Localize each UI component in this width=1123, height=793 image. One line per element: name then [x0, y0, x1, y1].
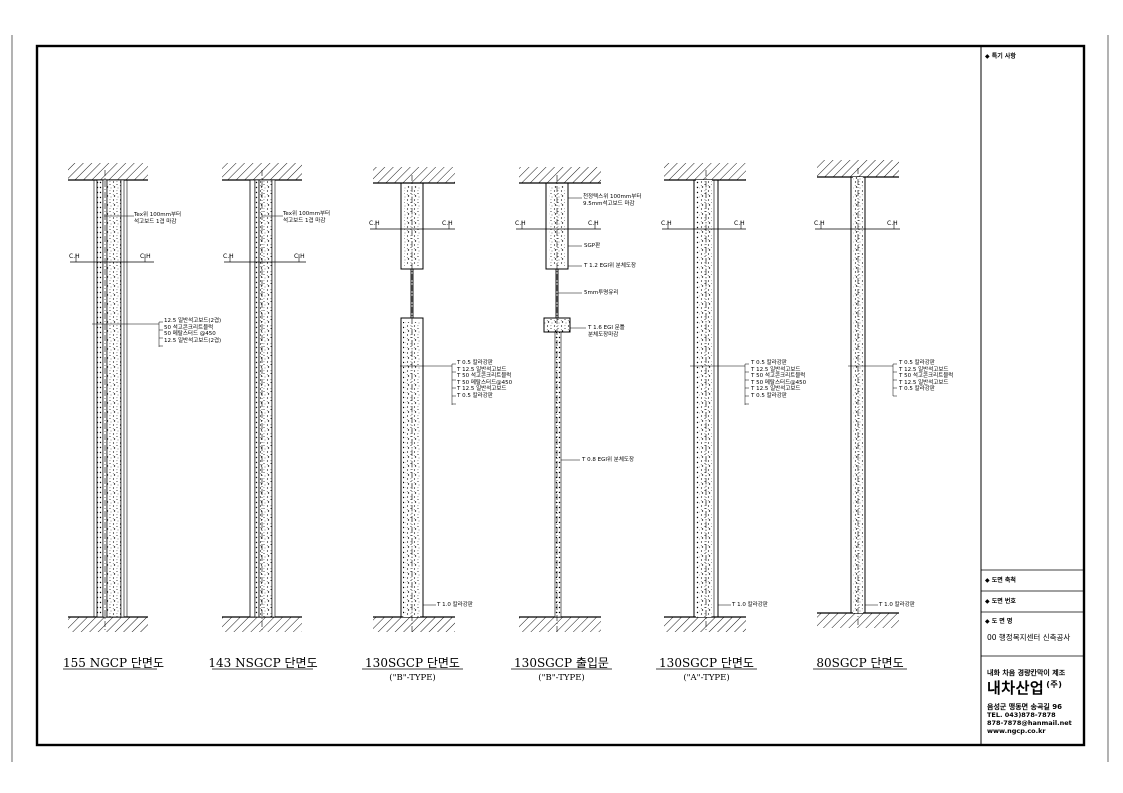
- bottom-note-130a: T 1.0 칼라강판: [732, 602, 768, 608]
- note-glass: 5mm투명유리: [584, 290, 619, 296]
- caption-130sgcp-b: 130SGCP 단면도: [365, 656, 460, 670]
- company-tagline: 내화 차음 경량칸막이 제조: [987, 669, 1066, 677]
- ch-label: C.H: [294, 253, 305, 260]
- drawing-frame: [35, 44, 1086, 747]
- caption-143-nsgcp: 143 NSGCP 단면도: [208, 656, 318, 670]
- bottom-note-130b: T 1.0 칼라강판: [437, 602, 473, 608]
- company-logo: 내차산업(주): [987, 677, 1062, 698]
- section-155-ngcp: [68, 163, 163, 632]
- ch-label: C.H: [588, 220, 599, 227]
- note-egi-leaf: T 0.8 EGI위 분체도장: [582, 457, 635, 463]
- bottom-note-80: T 1.0 칼라강판: [879, 602, 915, 608]
- ch-label: C.H: [661, 220, 672, 227]
- ch-label: C.H: [515, 220, 526, 227]
- ch-label: C.H: [734, 220, 745, 227]
- caption-130sgcp-door: 130SGCP 출입문: [514, 656, 609, 670]
- company-address: 음성군 맹동면 송곡길 96: [987, 703, 1063, 711]
- caption-155-ngcp: 155 NGCP 단면도: [63, 656, 164, 670]
- section-130sgcp-b-type: [370, 167, 456, 632]
- company-web: www.ngcp.co.kr: [987, 727, 1046, 735]
- number-header: ◆ 도면 번호: [985, 598, 1016, 605]
- subcaption-b-type: ("B"-TYPE): [389, 673, 436, 683]
- ch-label: C.H: [223, 253, 234, 260]
- section-130sgcp-door: [516, 167, 601, 632]
- name-header: ◆ 도 면 명: [985, 618, 1013, 625]
- subcaption-a-type: ("A"-TYPE): [683, 673, 730, 683]
- section-130sgcp-a-type: [662, 163, 749, 632]
- ch-label: C.H: [814, 220, 825, 227]
- company-tel: TEL. 043)878-7878: [987, 711, 1056, 719]
- note-egi-head: T 1.2 EGI위 분체도장: [584, 263, 637, 269]
- section-143-nsgcp: [222, 163, 306, 632]
- ch-label: C.H: [69, 253, 80, 260]
- notes-header: ◆ 특기 사항: [985, 53, 1016, 60]
- caption-80sgcp: 80SGCP 단면도: [816, 656, 904, 670]
- company-name: 내차산업: [987, 679, 1045, 697]
- scale-header: ◆ 도면 축척: [985, 577, 1016, 584]
- company-suffix: (주): [1046, 680, 1063, 689]
- ch-label: C.H: [140, 253, 151, 260]
- project-name: 00 행정복지센터 신축공사: [987, 633, 1071, 642]
- ch-label: C.H: [442, 220, 453, 227]
- note-sgp: SGP판: [584, 243, 601, 249]
- company-email: 878-7878@hanmail.net: [987, 719, 1072, 727]
- layer-list-155: 12.5 일반석고보드(2겹)50 석고콘크리트블럭 50 메탈스터드 @450…: [164, 318, 222, 344]
- subcaption-door-b-type: ("B"-TYPE): [538, 673, 585, 683]
- ch-label: C.H: [369, 220, 380, 227]
- caption-130sgcp-a: 130SGCP 단면도: [659, 656, 754, 670]
- section-80sgcp: [815, 160, 900, 628]
- ch-label: C.H: [887, 220, 898, 227]
